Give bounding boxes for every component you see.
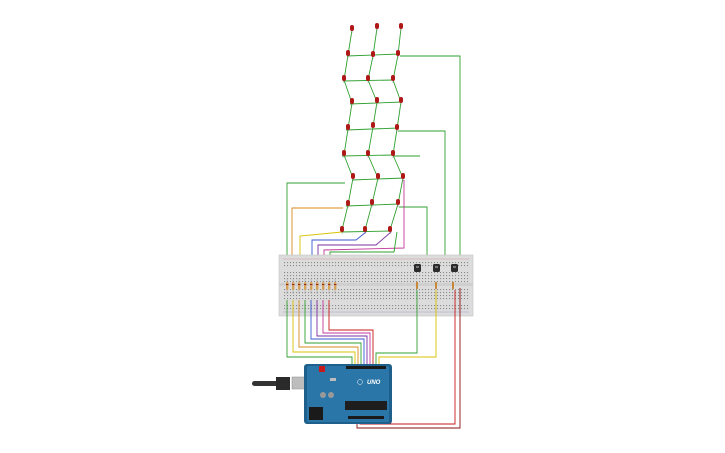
led[interactable] [346, 200, 350, 208]
wire-orange-low [298, 300, 359, 368]
resistor-bank [286, 279, 337, 294]
arduino-uno[interactable]: UNO [252, 364, 392, 424]
led[interactable] [342, 150, 346, 158]
led[interactable] [371, 122, 375, 130]
led[interactable] [346, 50, 350, 58]
resistor[interactable] [304, 279, 307, 294]
column-wire-green [286, 182, 345, 268]
transistor-1[interactable] [414, 264, 421, 272]
transistor-2[interactable] [433, 264, 440, 272]
reset-button[interactable] [319, 366, 325, 372]
led[interactable] [399, 97, 403, 105]
wire-blue-low [310, 300, 365, 368]
power-jack [309, 407, 323, 420]
column-wire-orange [291, 207, 343, 268]
layer-wire-middle [398, 130, 446, 271]
wire-green-t1 [375, 290, 418, 368]
wire-yellow-t2 [378, 290, 437, 368]
transistor-3[interactable] [451, 264, 458, 272]
led[interactable] [396, 199, 400, 207]
led[interactable] [396, 50, 400, 58]
capacitor-2 [328, 392, 334, 398]
resistor[interactable] [328, 279, 331, 294]
led[interactable] [363, 226, 367, 234]
led[interactable] [391, 75, 395, 83]
led[interactable] [399, 23, 403, 31]
cube-layer-rails [340, 53, 420, 233]
resistor[interactable] [298, 279, 301, 294]
transistor-base-resistors [416, 282, 454, 289]
wire-green-low-2 [304, 300, 362, 368]
led[interactable] [375, 97, 379, 105]
resistor[interactable] [334, 279, 337, 294]
led[interactable] [340, 226, 344, 234]
wire-green-low [286, 300, 353, 368]
crystal [330, 378, 336, 381]
led[interactable] [395, 124, 399, 132]
led[interactable] [388, 226, 392, 234]
atmega-chip [345, 401, 387, 410]
led[interactable] [346, 124, 350, 132]
wire-yellow-low [292, 300, 356, 368]
led[interactable] [376, 173, 380, 181]
led[interactable] [370, 199, 374, 207]
capacitor-1 [320, 392, 326, 398]
wire-pink-low [322, 300, 371, 368]
led[interactable] [351, 173, 355, 181]
digital-header [346, 366, 386, 369]
wire-red-low [328, 300, 374, 368]
uno-logo-text: UNO [367, 380, 381, 386]
breadboard-center-channel [279, 283, 473, 286]
led-array [340, 23, 405, 234]
resistor[interactable] [316, 279, 319, 294]
led[interactable] [401, 173, 405, 181]
led[interactable] [375, 23, 379, 31]
resistor[interactable] [322, 279, 325, 294]
led[interactable] [342, 75, 346, 83]
breadboard[interactable] [278, 254, 474, 317]
led[interactable] [391, 150, 395, 158]
led[interactable] [371, 51, 375, 59]
column-wire-blue [311, 231, 367, 268]
led[interactable] [350, 98, 354, 106]
arduino-logo [357, 379, 363, 385]
usb-plug [276, 377, 290, 390]
resistor[interactable] [292, 279, 295, 294]
wire-purple-low [316, 300, 368, 368]
usb-cable [252, 381, 278, 386]
resistor[interactable] [286, 279, 289, 294]
resistor[interactable] [310, 279, 313, 294]
led[interactable] [350, 25, 354, 33]
transistor-group [414, 264, 458, 289]
led[interactable] [366, 75, 370, 83]
led[interactable] [366, 150, 370, 158]
usb-port [291, 376, 306, 390]
analog-header [348, 416, 384, 419]
